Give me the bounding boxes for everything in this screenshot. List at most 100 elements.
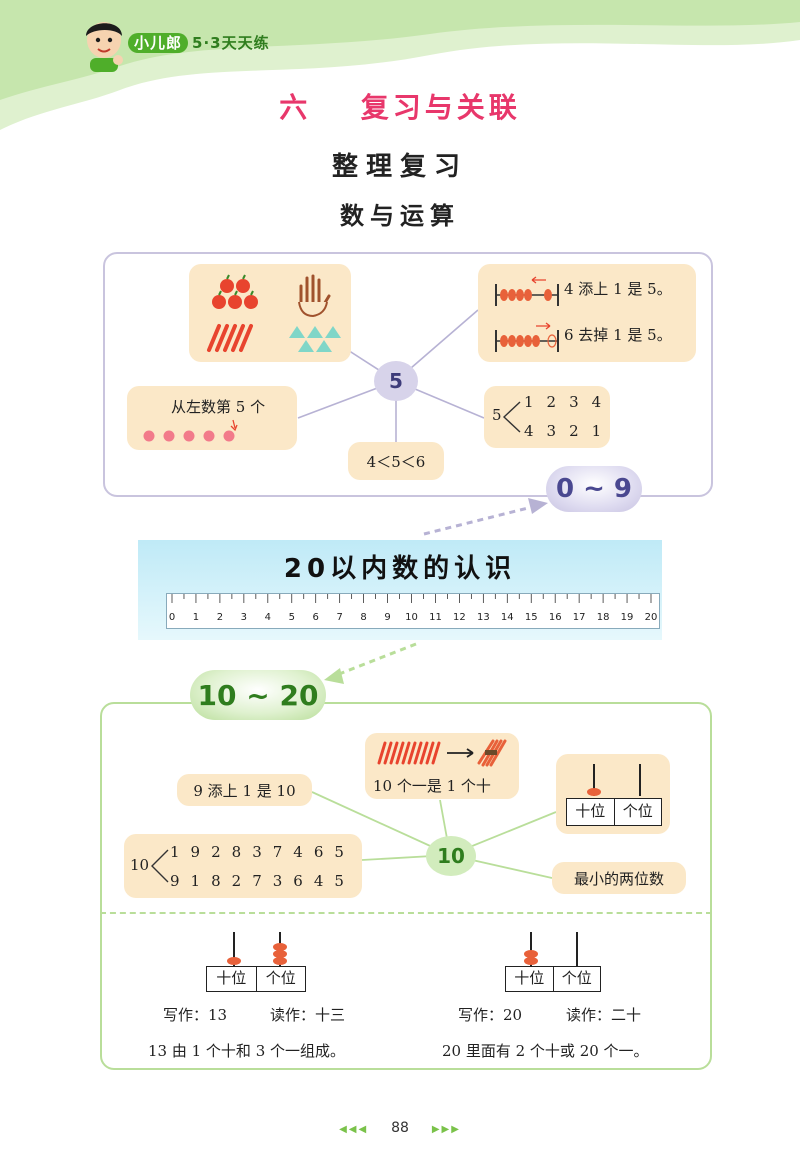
ordinal-text: 从左数第 5 个 <box>171 398 266 416</box>
split5-top-2: 3 <box>569 393 579 411</box>
split10-top-7: 6 <box>313 843 324 861</box>
hand-icon <box>298 274 331 318</box>
ruler-label-15: 15 <box>525 612 538 623</box>
stick-bundle-icon <box>377 739 507 767</box>
ex20-tens-label: 十位 <box>506 967 554 991</box>
card-add-one: 9 添上 1 是 10 <box>177 774 312 806</box>
abacus-add-icon <box>495 276 559 306</box>
badge-10-20: 10 ~ 20 <box>190 670 326 720</box>
ex13-write: 写作：13 <box>163 1006 228 1024</box>
ex20-ones-label: 个位 <box>561 969 592 987</box>
chapter-name: 复习与关联 <box>360 91 521 124</box>
ruler-label-3: 3 <box>241 612 247 623</box>
split5-bottom-3: 1 <box>591 422 602 440</box>
split5-top-1: 2 <box>546 393 557 411</box>
ruler-label-6: 6 <box>313 612 319 623</box>
card-ordinal: 从左数第 5 个 <box>127 386 297 450</box>
abacus-add-text: 4 添上 1 是 5。 <box>564 280 672 298</box>
card-abacus-add-remove: 4 添上 1 是 5。 6 去掉 1 是 5。 <box>478 264 696 362</box>
ruler-label-17: 17 <box>573 612 586 623</box>
split5-bottom-0: 4 <box>524 422 534 440</box>
split10-branch-icon <box>151 849 169 883</box>
split10-top-6: 4 <box>293 843 303 861</box>
ex20-write: 写作：20 <box>458 1006 523 1024</box>
card-bundle: 10 个一是 1 个十 <box>365 733 519 799</box>
split10-total: 10 <box>130 856 150 874</box>
five-objects-illustration <box>207 274 341 352</box>
card-split-5: 5 1 2 3 4 4 3 2 1 <box>484 386 610 448</box>
place-value-rods-icon <box>587 764 641 796</box>
split10-top-row: 1 9 2 8 3 7 4 6 5 <box>170 843 344 861</box>
ruler-title: 20以内数的认识 <box>283 554 517 584</box>
ruler-label-1: 1 <box>193 612 199 623</box>
ruler-label-7: 7 <box>336 612 342 623</box>
ruler-label-13: 13 <box>477 612 490 623</box>
split5-bottom-2: 2 <box>569 422 579 440</box>
abacus-remove-icon <box>495 322 559 352</box>
badge-0-9: 0 ~ 9 <box>546 466 642 512</box>
ruler-label-0: 0 <box>169 612 175 623</box>
abacus-13-icon <box>227 932 287 966</box>
add-one-text: 9 添上 1 是 10 <box>193 781 296 800</box>
page-number-footer: ◀◀◀ 88 ▶▶▶ <box>0 1120 800 1136</box>
split10-bottom-0: 9 <box>170 872 180 890</box>
place-value-table: 十位 个位 <box>566 798 662 826</box>
split10-bottom-2: 8 <box>211 872 221 890</box>
mascot-boy-icon <box>86 22 123 72</box>
section-title: 数与运算 <box>340 202 460 230</box>
abacus-remove-text: 6 去掉 1 是 5。 <box>564 326 672 344</box>
ruler-label-20: 20 <box>645 612 658 623</box>
split10-bottom-8: 5 <box>334 872 344 890</box>
page-subtitle: 整理复习 <box>331 152 468 182</box>
ruler-label-16: 16 <box>549 612 562 623</box>
split10-top-1: 9 <box>190 843 201 861</box>
split10-top-4: 3 <box>252 843 262 861</box>
place-table-20: 十位 个位 <box>505 966 601 992</box>
ex20-read: 读作：二十 <box>566 1006 642 1024</box>
ruler-label-2: 2 <box>217 612 223 623</box>
center-number-10: 10 <box>426 836 476 876</box>
split10-top-8: 5 <box>334 843 344 861</box>
place-table-13: 十位 个位 <box>206 966 306 992</box>
abacus-20-icon <box>524 932 578 966</box>
split10-top-0: 1 <box>170 843 180 861</box>
card-compare: 4＜5＜6 <box>348 442 444 480</box>
split10-top-3: 8 <box>231 843 242 861</box>
ex13-ones-label: 个位 <box>265 969 296 987</box>
split10-bottom-7: 4 <box>313 872 324 890</box>
split5-top-3: 4 <box>591 393 602 411</box>
card-split-10: 10 1 9 2 8 3 7 4 6 5 9 1 8 2 7 3 6 4 5 <box>124 834 362 898</box>
ruler-label-18: 18 <box>597 612 610 623</box>
brand-highlight: 小儿郎 <box>128 33 189 53</box>
split10-bottom-6: 6 <box>293 872 303 890</box>
ruler-label-4: 4 <box>265 612 271 623</box>
split10-bottom-5: 3 <box>272 872 283 890</box>
split5-bottom-1: 3 <box>546 422 557 440</box>
bundle-text: 10 个一是 1 个十 <box>373 777 491 795</box>
split5-branch-icon <box>502 401 521 433</box>
brand-rest: 5·3天天练 <box>192 34 270 52</box>
ruler-label-10: 10 <box>405 612 418 623</box>
ruler-label-8: 8 <box>360 612 366 623</box>
tens-label: 十位 <box>567 799 615 825</box>
smallest-text: 最小的两位数 <box>573 869 664 888</box>
prev-arrows-icon: ◀◀◀ <box>339 1124 369 1135</box>
ruler-label-5: 5 <box>289 612 295 623</box>
next-arrows-icon: ▶▶▶ <box>431 1124 461 1135</box>
split5-top-0: 1 <box>524 393 534 411</box>
header-band <box>0 0 800 130</box>
connector-arrows <box>324 498 548 684</box>
ones-label: 个位 <box>622 802 653 820</box>
ordinal-dots-icon <box>143 419 238 442</box>
split10-bottom-4: 7 <box>252 872 262 890</box>
dashed-divider <box>100 912 712 914</box>
ruler-label-9: 9 <box>384 612 390 623</box>
ruler-label-12: 12 <box>453 612 466 623</box>
ex13-desc: 13 由 1 个十和 3 个一组成。 <box>148 1042 346 1060</box>
page-number: 88 <box>391 1120 409 1136</box>
split10-bottom-row: 9 1 8 2 7 3 6 4 5 <box>170 872 344 890</box>
ruler-label-14: 14 <box>501 612 514 623</box>
